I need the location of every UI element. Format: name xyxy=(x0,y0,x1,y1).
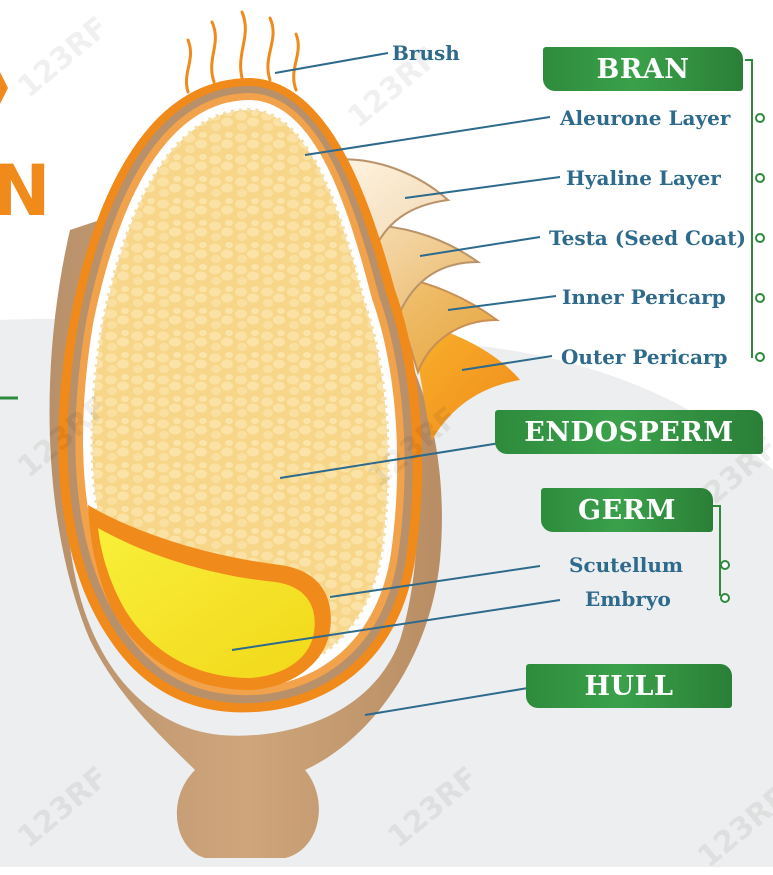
scutellum-label: Scutellum xyxy=(569,555,683,575)
leader-aleurone xyxy=(305,117,550,155)
embryo-label: Embryo xyxy=(585,589,671,609)
orange-accent xyxy=(0,72,8,104)
brush-label: Brush xyxy=(392,43,460,63)
testa-label: Testa (Seed Coat) xyxy=(549,228,746,248)
hull-badge: HULL xyxy=(526,664,732,708)
title-fragment: N xyxy=(0,150,51,232)
aleurone-layer-label: Aleurone Layer xyxy=(560,108,730,128)
bran-badge: BRAN xyxy=(543,47,743,91)
germ-badge: GERM xyxy=(541,488,713,532)
inner-pericarp-label: Inner Pericarp xyxy=(562,287,726,307)
hyaline-layer-label: Hyaline Layer xyxy=(566,168,721,188)
bran-bracket xyxy=(745,60,764,361)
leader-brush xyxy=(275,53,388,73)
outer-pericarp-label: Outer Pericarp xyxy=(561,347,727,367)
endosperm-badge: ENDOSPERM xyxy=(495,410,763,454)
